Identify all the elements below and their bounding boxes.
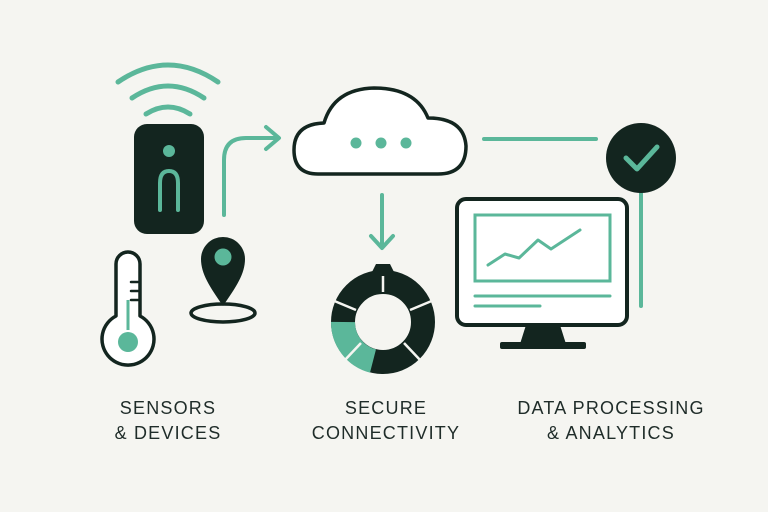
data-processing-label: DATA PROCESSING & ANALYTICS [496,396,726,446]
cloud-icon [292,86,468,176]
device-to-cloud-arrow [222,125,281,217]
sensors-label-line2: & DEVICES [114,423,222,443]
data-label-line1: DATA PROCESSING [517,398,705,418]
connectivity-ring-icon [330,264,435,374]
wifi-icon [115,62,221,117]
secure-label-line1: SECURE [344,398,428,418]
location-pin-icon [189,237,257,324]
secure-label-line2: CONNECTIVITY [311,423,461,443]
secure-connectivity-label: SECURE CONNECTIVITY [294,396,478,446]
thermometer-icon [100,250,156,367]
data-label-line2: & ANALYTICS [547,423,675,443]
check-circle-icon [606,123,676,193]
monitor-chart-icon [455,197,629,349]
sensors-devices-label: SENSORS & DEVICES [88,396,248,446]
sensors-label-line1: SENSORS [119,398,217,418]
cloud-to-ring-arrow [369,193,395,250]
sensor-device-icon [134,124,204,234]
